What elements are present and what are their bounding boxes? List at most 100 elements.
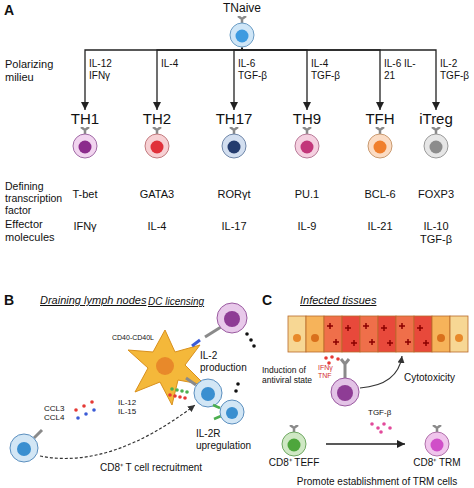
cell-node: TNaive [212,2,272,48]
connector [242,48,436,110]
cell-body [194,379,222,407]
il2r-receptor [214,416,221,419]
figure-label: BCL-6 [350,188,410,201]
epithelium [288,316,468,352]
epithelial-cell [288,316,306,352]
cell-node: iTreg [408,110,464,159]
figure-label: IFNγ [318,364,338,372]
cell-name: CD8⁺ TEFF [269,457,320,469]
dot [82,404,86,408]
figure-label: TNF [318,372,338,380]
tcr-receptor [230,127,238,134]
figure-label: IL-21 [355,220,405,233]
cell-nucleus [151,141,164,154]
cell-body [10,434,38,462]
dot [178,395,182,399]
tcr-receptor [153,127,161,134]
epithelial-nucleus [293,334,301,342]
figure-label: PU.1 [277,188,337,201]
figure-label: IL-15 [118,407,148,416]
cell-nucleus [17,442,31,456]
cell-name: TH17 [216,110,253,127]
figure-label: TGF-β [368,408,408,417]
figure-label: Infected tissues [300,294,420,307]
epithelial-nucleus [311,334,319,342]
cell-nucleus [288,439,301,452]
dot [90,400,94,404]
cell-body [230,23,254,47]
dot [236,382,240,386]
tcr-receptor [433,425,441,432]
tgf-dots [370,422,392,434]
epithelial-cell [432,316,450,352]
dot [330,355,334,359]
dot [245,332,249,336]
recruitment-arrow [40,405,195,458]
dendritic-cell [128,330,205,405]
activated-cd8-cell [213,400,244,424]
figure-label: Promote establishment of TRM cells [280,476,474,488]
figure-label: A [4,2,24,18]
epithelial-cell [306,316,324,352]
dot [180,389,184,393]
cell-nucleus [301,141,314,154]
dot [249,338,253,342]
dot [183,396,187,400]
dot [84,412,88,416]
cell-nucleus [201,387,215,401]
tcr-receptor [432,127,440,134]
dendritic-body [128,330,205,405]
cell-nucleus [431,439,444,452]
cell-icon [405,425,469,457]
dot [74,408,78,412]
recruited-cd8-cell [10,430,42,462]
cell-nucleus [374,141,387,154]
connector [326,443,405,444]
tcr-receptor [186,378,196,385]
cell-node: TH1 [57,110,113,159]
figure-label: IL-12 [118,398,148,407]
cell-nucleus [228,141,241,154]
chemokine-dots [74,400,96,420]
figure-label: Polarizing milieu [5,58,67,83]
dot [324,356,328,360]
cell-body [282,432,306,456]
cell-nucleus [430,141,443,154]
cd40-ligand [192,340,200,346]
epithelial-cell [450,316,468,352]
figure-label: FOXP3 [406,188,466,201]
figure-label: GATA3 [127,188,187,201]
cell-icon [408,127,464,159]
figure-label: DC licensing [148,296,228,308]
epithelial-cell [342,316,360,352]
dot [336,357,340,361]
cd8-cell [186,378,222,407]
connector [85,48,242,110]
dot [170,387,174,391]
cell-body [424,134,448,158]
milieu-label: IL-6 IL-21 [384,58,424,81]
tcr-receptor [290,425,298,432]
tcr-receptor [303,127,311,134]
cell-icon [279,127,335,159]
figure-label: CD8⁺ T cell recruitment [100,462,240,474]
cell-name: TFH [365,110,394,127]
figure-label: Cytotoxicity [404,372,474,384]
cell-icon [212,16,272,48]
cell-node: TH2 [129,110,185,159]
cell-body [220,400,244,424]
effector-cd8-cell [331,359,359,406]
tcr-receptor [81,127,89,134]
cell-body [217,303,247,333]
figure-label: CCL3 [44,404,74,413]
cell-body [145,134,169,158]
figure-label: T-bet [55,188,115,201]
tcr-receptor [341,359,349,378]
cell-nucleus [79,141,92,154]
milieu-label: IL-12 IFNγ [89,58,129,81]
epithelial-cell [360,316,378,352]
il2r-receptor [213,405,220,408]
dot [379,430,383,434]
dot [175,388,179,392]
epithelial-cell [324,316,342,352]
